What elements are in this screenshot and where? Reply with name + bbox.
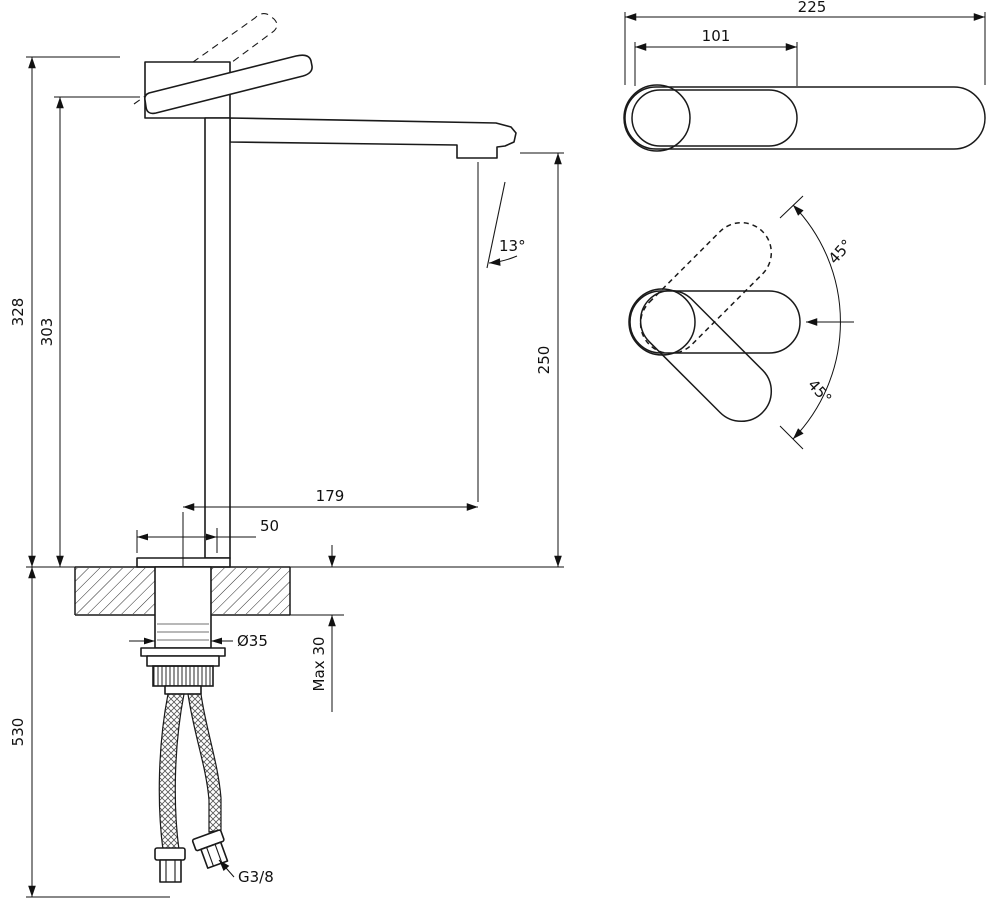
faucet-body-column (204, 117, 231, 559)
leader-line (218, 859, 235, 878)
shank-thread-lines (157, 623, 209, 641)
angle-arc (488, 255, 518, 266)
dim-label-below-counter: 530 (9, 718, 27, 747)
dim-total-length-225: 225 (624, 0, 986, 85)
dim-label-height-total: 328 (9, 298, 27, 327)
handle-position-up (639, 221, 773, 355)
dim-spout-height-250: 250 (290, 152, 564, 568)
counter-hatch-right (211, 568, 290, 614)
handle-position-down (639, 289, 773, 423)
countertop (74, 566, 291, 616)
washer-plate-2 (146, 655, 220, 667)
shank-step (164, 685, 202, 695)
arrowhead (211, 637, 222, 645)
spout-outline-plan (624, 86, 986, 150)
dim-height-total-328: 328 (9, 56, 120, 568)
dim-handle-length-101: 101 (634, 27, 798, 86)
hose-fitting-right (191, 829, 229, 869)
mounting-shank (154, 566, 212, 649)
mounting-hardware (140, 566, 226, 695)
dim-max-counter-thickness-30: Max 30 (290, 545, 344, 712)
dim-label-hole-diameter: Ø35 (237, 632, 268, 650)
counter-hatch-left (75, 568, 155, 614)
handle-outline-up (639, 221, 773, 355)
handle-outline-plan (631, 89, 798, 147)
ext-tick (779, 195, 804, 219)
ext-tick (779, 425, 804, 450)
handle-rotation-view: 45° 45° (628, 195, 856, 450)
supply-hoses (154, 693, 229, 883)
plan-view: 225 101 (623, 0, 986, 152)
faucet-side-view (74, 12, 517, 883)
hose-right (187, 693, 222, 833)
arrowhead (137, 533, 148, 541)
handle-lever (144, 54, 313, 115)
dim-below-counter-530: 530 (9, 567, 170, 898)
dim-label-swing-down: 45° (804, 376, 835, 408)
handle-raised-dashed (133, 12, 278, 118)
dim-label-handle-length: 101 (702, 27, 731, 45)
dim-label-height-to-spout: 303 (38, 318, 56, 347)
dim-base-offset-50: 50 (136, 517, 279, 553)
angle-ref-line (486, 181, 506, 269)
dim-label-base-offset: 50 (260, 517, 279, 535)
hose-fitting-left (154, 847, 186, 883)
dim-label-spout-reach: 179 (316, 487, 345, 505)
arrowhead (144, 637, 155, 645)
dim-label-spout-angle: 13° (499, 237, 526, 255)
hose-left (158, 693, 185, 851)
dim-spout-reach-179: 179 (182, 162, 479, 566)
washer-plate (140, 647, 226, 657)
dim-label-max-counter: Max 30 (310, 637, 328, 692)
arrowhead (206, 533, 217, 541)
dim-spout-angle-13: 13° (486, 181, 526, 269)
dim-label-hose-thread: G3/8 (238, 868, 274, 886)
dim-hose-thread-g38: G3/8 (218, 859, 274, 886)
spout (229, 117, 517, 159)
dim-label-spout-height: 250 (535, 346, 553, 375)
body-circle-rotation (628, 288, 696, 356)
handle-outline-down (639, 289, 773, 423)
dim-height-to-spout-303: 303 (38, 96, 140, 567)
dim-handle-swing: 45° 45° (779, 195, 856, 450)
body-circle-plan (623, 84, 691, 152)
fixing-nut-knurled (152, 665, 214, 687)
dim-label-total-length: 225 (798, 0, 827, 16)
dim-hole-diameter-35: Ø35 (129, 632, 268, 650)
